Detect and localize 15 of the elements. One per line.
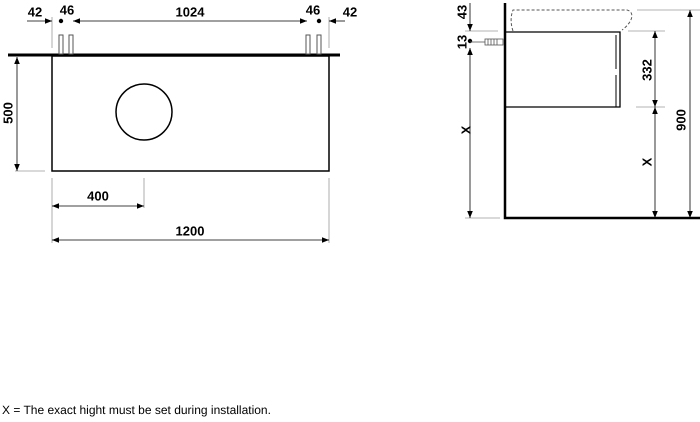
dimension-label: 13 xyxy=(456,34,468,50)
dimension-label: X xyxy=(460,126,472,134)
dimension-label: 400 xyxy=(87,190,109,202)
dimension-label: 42 xyxy=(28,6,42,18)
dimension-label: 332 xyxy=(640,59,654,81)
dimension-label: X xyxy=(640,158,654,166)
dimension-label: 500 xyxy=(2,102,14,124)
dimension-label: 1024 xyxy=(176,6,204,18)
dimension-label: 43 xyxy=(456,4,468,20)
dimension-label: 46 xyxy=(60,4,74,16)
dimension-label: 46 xyxy=(306,4,320,16)
dimension-label: 42 xyxy=(342,6,358,18)
dimension-label: 900 xyxy=(674,109,688,131)
footnote: X = The exact hight must be set during installation. xyxy=(2,403,271,417)
dimension-label: 1200 xyxy=(176,224,204,238)
